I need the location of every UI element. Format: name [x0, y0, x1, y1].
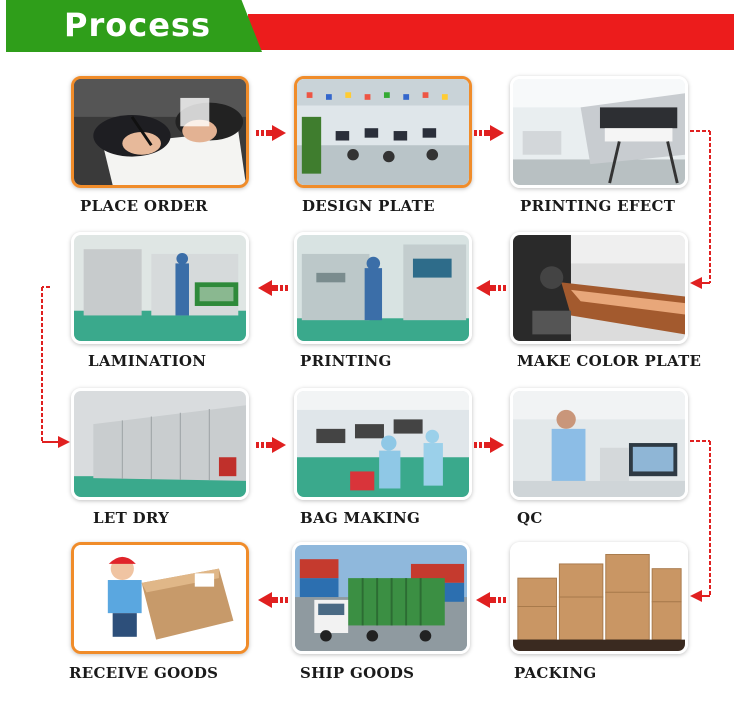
stacked-cartons-photo [513, 545, 685, 651]
quality-control-lab-photo [513, 391, 685, 497]
arrow-left-icon [258, 280, 288, 296]
arrow-right-icon [474, 125, 504, 141]
step-card-make-color-plate [510, 232, 688, 344]
copper-cylinder-photo [513, 235, 685, 341]
step-label-receive-goods: RECEIVE GOODS [69, 664, 219, 682]
arrow-right-icon [474, 437, 504, 453]
courier-with-box-photo [74, 545, 246, 651]
step-label-design-plate: DESIGN PLATE [302, 197, 435, 215]
header-title-bar [6, 0, 262, 52]
connector-right-row1-to-row2 [690, 128, 716, 293]
step-label-lamination: LAMINATION [88, 352, 207, 370]
step-card-printing-efect [510, 76, 688, 188]
container-truck-photo [295, 545, 467, 651]
design-office-photo [297, 79, 469, 185]
connector-left-row2-to-row3 [36, 284, 72, 449]
printing-machine-photo [297, 235, 469, 341]
step-card-bag-making [294, 388, 472, 500]
drying-room-photo [74, 391, 246, 497]
step-card-receive-goods [71, 542, 249, 654]
wide-format-printer-photo [513, 79, 685, 185]
arrow-left-icon [476, 280, 506, 296]
step-label-make-color-plate: MAKE COLOR PLATE [517, 352, 702, 370]
header-accent-bar [248, 14, 734, 50]
step-card-design-plate [294, 76, 472, 188]
arrow-right-icon [256, 125, 286, 141]
step-label-qc: QC [517, 509, 543, 527]
step-card-qc [510, 388, 688, 500]
arrow-left-icon [258, 592, 288, 608]
signing-document-photo [74, 79, 246, 185]
step-label-printing: PRINTING [300, 352, 392, 370]
arrow-left-icon [476, 592, 506, 608]
step-card-let-dry [71, 388, 249, 500]
lamination-machine-photo [74, 235, 246, 341]
step-card-lamination [71, 232, 249, 344]
arrow-right-icon [256, 437, 286, 453]
step-label-place-order: PLACE ORDER [80, 197, 208, 215]
step-card-printing [294, 232, 472, 344]
step-label-printing-efect: PRINTING EFECT [520, 197, 676, 215]
step-label-ship-goods: SHIP GOODS [300, 664, 415, 682]
step-label-let-dry: LET DRY [93, 509, 170, 527]
connector-right-row3-to-row4 [690, 438, 716, 603]
bag-making-workshop-photo [297, 391, 469, 497]
step-card-ship-goods [292, 542, 470, 654]
step-label-bag-making: BAG MAKING [300, 509, 421, 527]
page-title: Process [64, 6, 211, 44]
step-card-place-order [71, 76, 249, 188]
step-card-packing [510, 542, 688, 654]
step-label-packing: PACKING [514, 664, 597, 682]
